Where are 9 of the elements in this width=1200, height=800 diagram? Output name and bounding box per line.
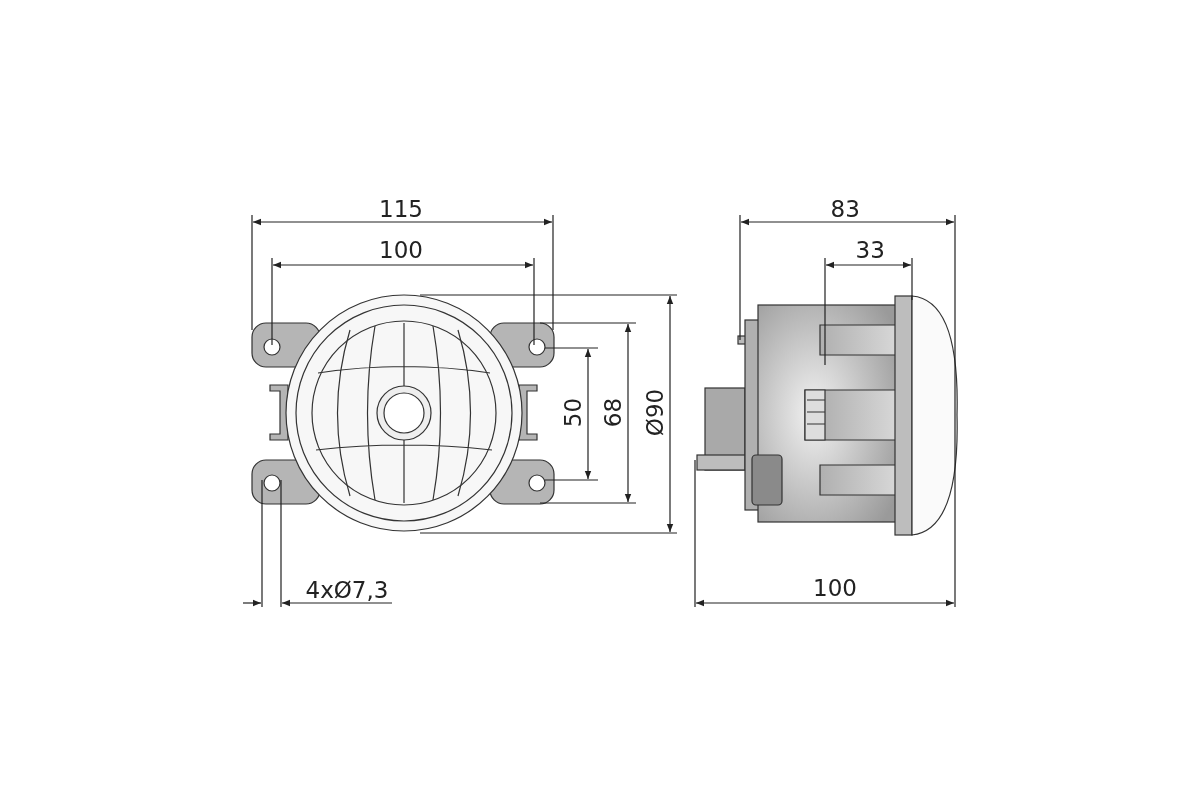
dimension-label: 33 <box>855 238 885 262</box>
dimension-label: 68 <box>601 397 625 427</box>
dimension-label: 115 <box>379 197 423 221</box>
dimension-label: 4xØ7,3 <box>305 578 389 602</box>
dimension-label: 83 <box>830 197 860 221</box>
dimension-label: Ø90 <box>643 388 667 436</box>
dimension-label: 50 <box>561 397 585 427</box>
dimension-label: 100 <box>813 576 857 600</box>
dimension-label: 100 <box>379 238 423 262</box>
